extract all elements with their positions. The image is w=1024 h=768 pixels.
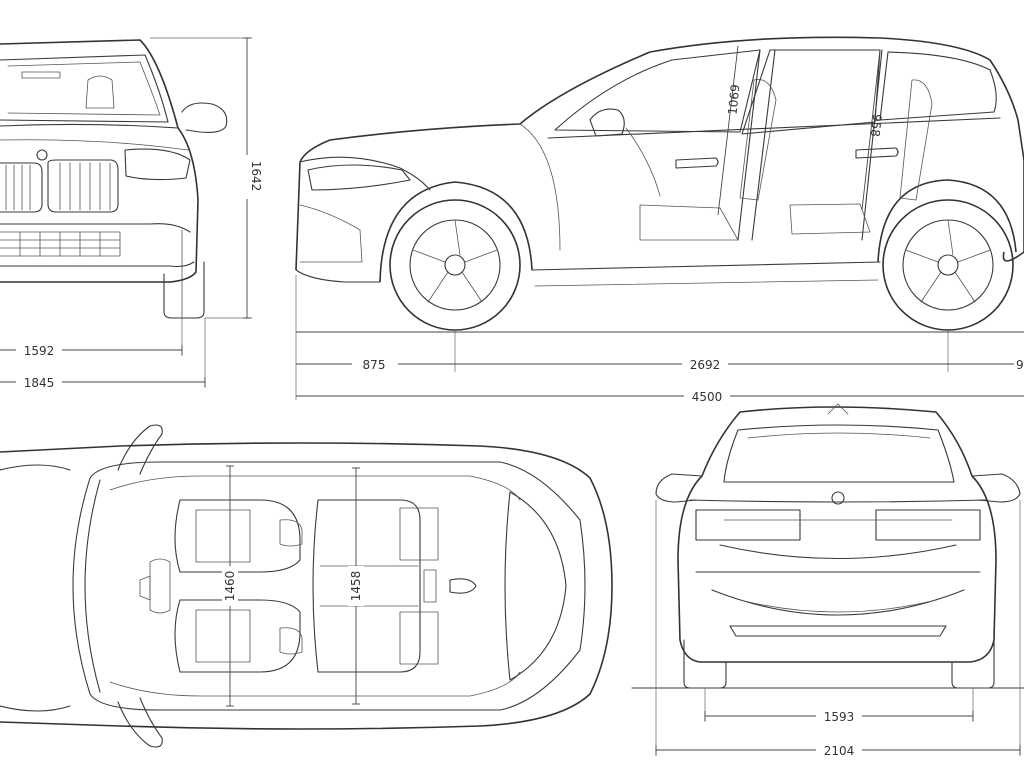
- top-rear-bench: [312, 499, 439, 673]
- front-windshield: [0, 54, 169, 123]
- front-side-mirror: [181, 102, 228, 133]
- side-rear-seat: [789, 79, 933, 235]
- rear-headroom-label: 958: [868, 113, 884, 137]
- rear-shoulder-label: 1458: [349, 571, 363, 602]
- side-headlight: [307, 164, 411, 191]
- top-view: 1460 1458: [0, 424, 613, 748]
- front-track-dimension: 1592: [0, 318, 183, 358]
- side-front-wheel-arch: [379, 181, 533, 283]
- side-view: 1069 958: [295, 36, 1024, 331]
- rear-overhang-label: 9: [1016, 358, 1024, 372]
- side-mirror: [589, 108, 625, 137]
- top-mirror-left: [117, 424, 163, 475]
- top-antenna: [449, 578, 477, 594]
- front-headlight: [124, 148, 191, 181]
- length-label: 4500: [692, 390, 723, 404]
- height-dimension: 1642: [150, 37, 263, 319]
- rear-mirror-right: [971, 473, 1021, 503]
- front-headroom-dimension: 1069: [717, 45, 743, 216]
- front-body-outline: [0, 39, 199, 283]
- front-shoulder-dimension: 1460: [222, 465, 238, 707]
- front-width-dimension: 1845: [0, 318, 206, 390]
- front-view-tire: [163, 261, 205, 319]
- front-width-label: 1845: [24, 376, 55, 390]
- rear-window: [723, 424, 955, 483]
- top-body-outline: [0, 442, 613, 730]
- front-logo-icon: [36, 149, 48, 161]
- rear-track-label: 1593: [824, 710, 855, 724]
- rear-mirror-left: [655, 473, 703, 503]
- front-headroom-label: 1069: [725, 84, 742, 116]
- top-front-seats: [174, 499, 303, 673]
- side-rear-wheel-arch: [877, 179, 1017, 263]
- length-dimensions: 875 2692 9 4500: [295, 275, 1024, 404]
- side-rear-wheel: [882, 199, 1014, 331]
- rear-headroom-dimension: 958: [861, 49, 884, 211]
- rear-width-label: 2104: [824, 744, 855, 758]
- rear-view: [631, 403, 1024, 689]
- top-mirror-right: [117, 697, 163, 748]
- wheelbase-label: 2692: [690, 358, 721, 372]
- front-view: [0, 39, 228, 319]
- rear-track-dimension: 1593: [704, 688, 974, 724]
- rear-shoulder-dimension: 1458: [348, 467, 364, 705]
- side-door-handle-rear: [855, 147, 899, 159]
- side-front-wheel: [389, 199, 521, 331]
- rear-tire-left: [683, 639, 727, 689]
- front-grille-left: [0, 162, 43, 213]
- rear-width-dimension: 2104: [655, 500, 1021, 758]
- front-grille-right: [47, 159, 119, 213]
- top-roof: [72, 461, 586, 711]
- front-track-label: 1592: [24, 344, 55, 358]
- front-shoulder-label: 1460: [223, 571, 237, 602]
- rear-body-outline: [677, 406, 997, 663]
- side-body-outline: [295, 36, 1024, 271]
- front-overhang-label: 875: [363, 358, 386, 372]
- rear-logo-icon: [831, 491, 845, 505]
- side-front-seat: [639, 79, 777, 241]
- side-door-handle-front: [675, 157, 719, 169]
- height-label: 1642: [249, 161, 263, 192]
- side-windows: [554, 49, 761, 133]
- rear-tire-right: [951, 639, 995, 689]
